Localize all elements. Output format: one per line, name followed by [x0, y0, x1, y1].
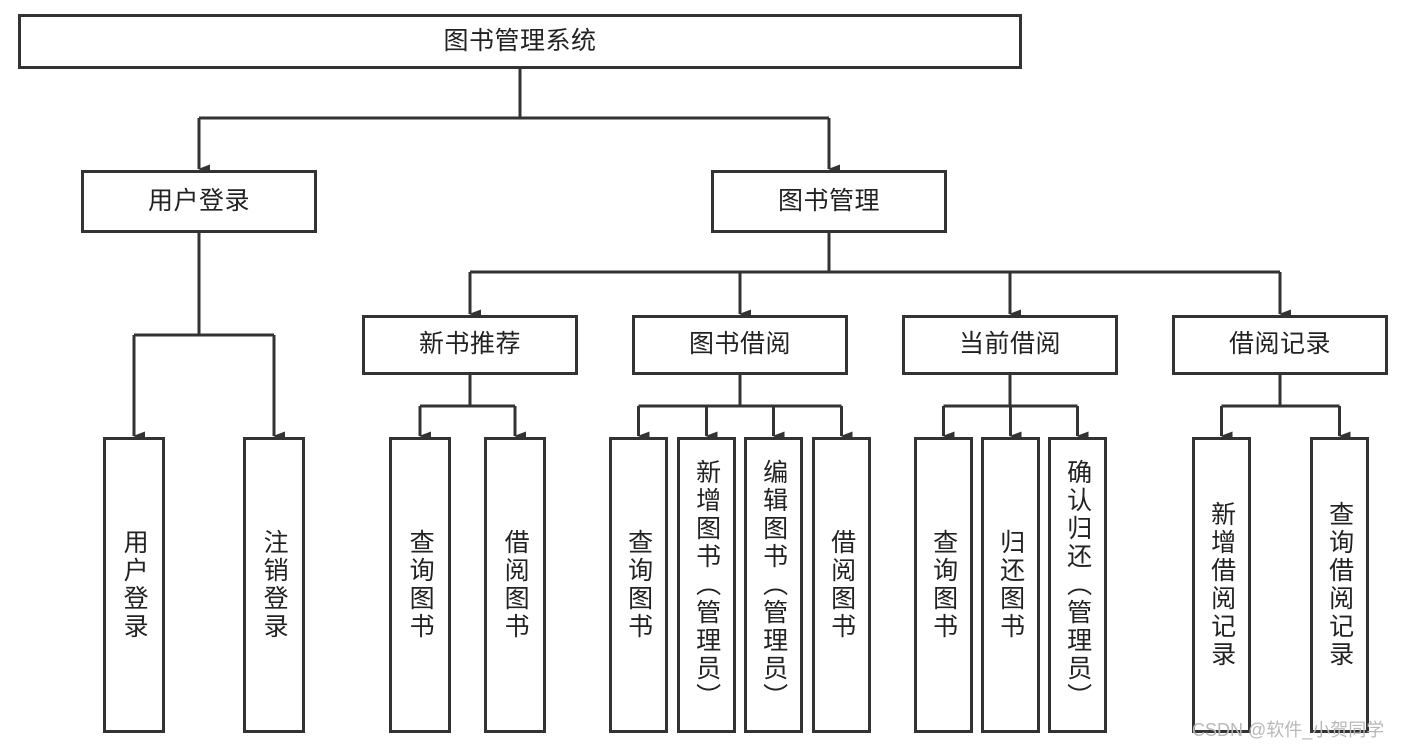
node-label-current-borrow: 当前借阅	[958, 330, 1061, 359]
node-label-leaf-logout: 注销登录	[260, 529, 289, 641]
node-book-borrow[interactable]: 图书借阅	[632, 315, 848, 375]
connector-lines	[132, 69, 1351, 441]
node-label-book-manage: 图书管理	[777, 186, 880, 215]
node-leaf-query-book-2[interactable]: 查询图书	[609, 437, 668, 733]
node-label-leaf-return-book: 归还图书	[996, 529, 1025, 641]
node-label-leaf-query-record: 查询借阅记录	[1325, 501, 1354, 669]
node-leaf-borrow-book-2[interactable]: 借阅图书	[812, 437, 871, 733]
node-label-leaf-edit-book: 编辑图书（管理员）	[759, 459, 788, 711]
node-label-leaf-query-book-1: 查询图书	[406, 529, 435, 641]
node-label-leaf-query-book-3: 查询图书	[929, 529, 958, 641]
node-label-leaf-add-book: 新增图书（管理员）	[692, 459, 721, 711]
csdn-watermark: CSDN @软件_小贺同学	[1192, 720, 1385, 740]
node-label-root: 图书管理系统	[443, 26, 597, 55]
node-label-user-login: 用户登录	[147, 186, 250, 215]
node-leaf-add-record[interactable]: 新增借阅记录	[1192, 437, 1251, 733]
node-label-leaf-user-login: 用户登录	[120, 529, 149, 641]
node-book-manage[interactable]: 图书管理	[711, 170, 947, 233]
node-user-login[interactable]: 用户登录	[81, 170, 317, 233]
node-label-book-borrow: 图书借阅	[688, 330, 791, 359]
node-leaf-logout[interactable]: 注销登录	[243, 437, 305, 733]
node-borrow-record[interactable]: 借阅记录	[1172, 315, 1388, 375]
node-label-leaf-borrow-book-2: 借阅图书	[827, 529, 856, 641]
node-leaf-query-record[interactable]: 查询借阅记录	[1310, 437, 1369, 733]
node-leaf-edit-book[interactable]: 编辑图书（管理员）	[744, 437, 803, 733]
node-leaf-confirm-return[interactable]: 确认归还（管理员）	[1048, 437, 1107, 733]
node-leaf-query-book-1[interactable]: 查询图书	[389, 437, 451, 733]
node-label-leaf-query-book-2: 查询图书	[624, 529, 653, 641]
node-label-leaf-borrow-book-1: 借阅图书	[501, 529, 530, 641]
node-current-borrow[interactable]: 当前借阅	[902, 315, 1118, 375]
node-root[interactable]: 图书管理系统	[18, 14, 1022, 69]
node-new-book-rec[interactable]: 新书推荐	[362, 315, 578, 375]
node-leaf-return-book[interactable]: 归还图书	[981, 437, 1040, 733]
node-label-leaf-add-record: 新增借阅记录	[1207, 501, 1236, 669]
node-label-borrow-record: 借阅记录	[1228, 330, 1331, 359]
node-leaf-add-book[interactable]: 新增图书（管理员）	[677, 437, 736, 733]
node-leaf-query-book-3[interactable]: 查询图书	[914, 437, 973, 733]
node-label-new-book-rec: 新书推荐	[418, 330, 521, 359]
node-label-leaf-confirm-return: 确认归还（管理员）	[1063, 459, 1092, 711]
node-leaf-user-login[interactable]: 用户登录	[103, 437, 165, 733]
node-leaf-borrow-book-1[interactable]: 借阅图书	[484, 437, 546, 733]
